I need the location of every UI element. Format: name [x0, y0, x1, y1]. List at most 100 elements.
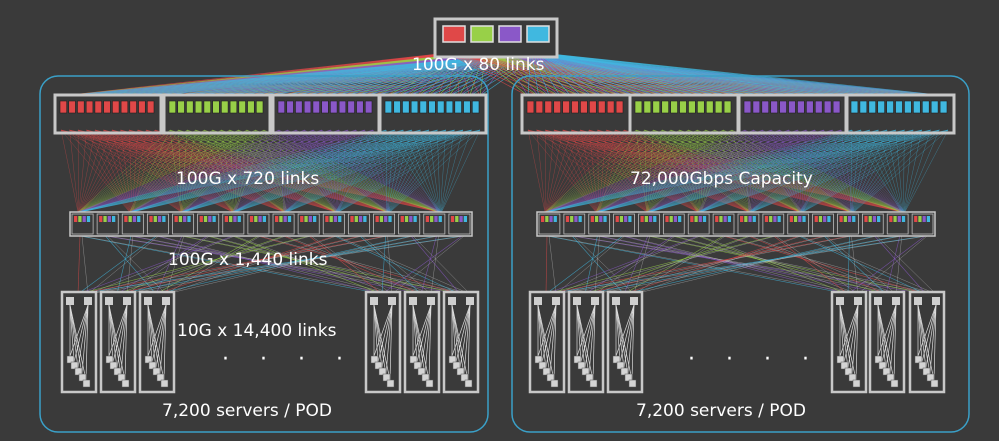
rack-switch	[162, 297, 170, 305]
spine-leaf-link	[181, 129, 305, 213]
spine-leaf-link	[132, 129, 248, 213]
spine-leaf-link	[851, 129, 896, 213]
spine-leaf-link	[646, 129, 746, 213]
spine-leaf-link	[286, 129, 348, 213]
spine-leaf-link	[801, 129, 896, 213]
rack-cable	[549, 304, 557, 375]
core-spine-link	[534, 52, 778, 97]
spine-leaf-link	[79, 129, 322, 213]
spine-switch-port	[286, 100, 294, 114]
leaf-server-link	[285, 235, 432, 295]
rack-cable	[839, 304, 853, 375]
rack-cable	[116, 304, 128, 369]
spine-leaf-link	[596, 129, 861, 213]
spine-leaf-link	[546, 129, 581, 213]
leaf-switch-port	[132, 216, 137, 222]
leaf-switch-port	[249, 216, 254, 222]
leaf-switch-port	[287, 216, 292, 222]
server-node	[382, 373, 391, 382]
spine-leaf-link	[802, 129, 833, 213]
spine-switch-port	[770, 100, 778, 114]
spine-leaf-link	[903, 129, 914, 213]
spine-leaf-link	[903, 129, 905, 213]
server-node	[417, 367, 426, 376]
leaf-server-link	[165, 235, 261, 295]
spine-leaf-link	[283, 129, 387, 213]
leaf-switch-port	[653, 216, 657, 222]
spine-leaf-link	[233, 129, 305, 213]
spine-leaf-link	[546, 129, 590, 213]
spine-leaf-link	[548, 129, 625, 213]
spine-leaf-link	[286, 129, 455, 213]
rack-cable	[929, 304, 937, 375]
rack-cable	[553, 304, 557, 381]
rack-cable	[584, 304, 596, 369]
spine-leaf-link	[799, 129, 853, 213]
spine-leaf-link	[233, 129, 412, 213]
leaf-server-link	[77, 235, 233, 295]
spine-leaf-link	[700, 129, 940, 213]
leaf-switch-port	[237, 216, 241, 222]
leaf-server-link	[309, 235, 383, 295]
core-spine-link	[538, 52, 603, 97]
leaf-server-link	[87, 235, 312, 295]
core-spine-link	[530, 52, 746, 97]
spine-leaf-link	[895, 129, 904, 213]
server-node	[144, 355, 153, 364]
spine-leaf-link	[137, 129, 339, 213]
core-spine-link	[532, 52, 550, 97]
spine-leaf-link	[337, 129, 348, 213]
spine-switch-port	[930, 100, 939, 114]
spine-leaf-link	[129, 129, 297, 213]
spine-switch-port	[553, 100, 561, 114]
leaf-switch-row	[69, 211, 473, 237]
leaf-server-link	[311, 235, 393, 295]
spine-switch-port	[277, 100, 286, 114]
leaf-server-link	[165, 235, 414, 295]
spine-leaf-link	[545, 129, 763, 213]
rack-cable	[120, 304, 128, 375]
rack-switch	[892, 297, 900, 305]
leaf-switch-port	[644, 216, 648, 222]
leaf-switch-port	[549, 216, 553, 222]
spine-switch-port	[59, 100, 68, 114]
rack-cable	[615, 304, 633, 381]
server-node	[620, 367, 629, 376]
spine-leaf-link	[751, 129, 940, 213]
server-node	[930, 379, 939, 388]
spine-leaf-link	[80, 129, 348, 213]
spine-leaf-link	[77, 129, 387, 213]
spine-leaf-link	[700, 129, 824, 213]
spine-leaf-link	[184, 129, 481, 213]
spine-leaf-link	[80, 129, 147, 213]
leaf-server-link	[594, 235, 902, 295]
pod-right-frame	[511, 75, 970, 433]
leaf-switch-port	[149, 216, 153, 222]
spine-leaf-link	[547, 129, 807, 213]
spine-leaf-link	[547, 129, 616, 213]
spine-leaf-link	[284, 129, 421, 213]
leaf-server-link	[698, 235, 849, 295]
spine-leaf-link	[129, 129, 288, 213]
rack-cable	[847, 304, 859, 369]
spine-switch-port	[330, 100, 338, 114]
spine-leaf-link	[440, 129, 455, 213]
rack-cable	[381, 304, 393, 369]
leaf-switch-port	[438, 216, 442, 222]
spine-leaf-link	[649, 129, 922, 213]
leaf-switch-port	[715, 216, 719, 222]
spine-leaf-link	[805, 129, 853, 213]
leaf-switch-port	[425, 216, 430, 222]
rack-switch	[448, 297, 456, 305]
rack-cable	[69, 304, 75, 363]
spine-leaf-link	[853, 129, 949, 213]
spine-leaf-link	[78, 129, 188, 213]
rack-cable	[615, 304, 621, 363]
server-node	[370, 355, 379, 364]
spine-leaf-link	[389, 129, 455, 213]
rack-cable	[917, 304, 927, 369]
spine-switch-port	[303, 100, 312, 114]
spine-leaf-link	[285, 129, 331, 213]
spine-leaf-link	[648, 129, 807, 213]
spine-leaf-link	[80, 129, 130, 213]
